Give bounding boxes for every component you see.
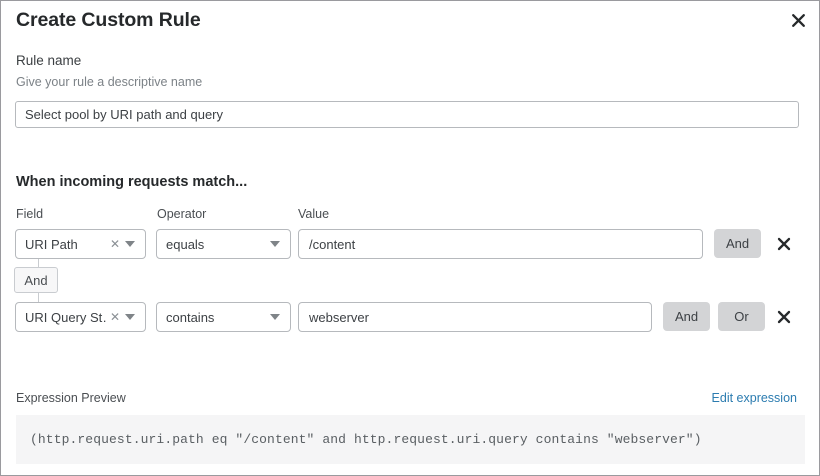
match-section-heading: When incoming requests match...	[16, 174, 248, 190]
expression-preview-code: (http.request.uri.path eq "/content" and…	[30, 432, 702, 447]
delete-row-1-icon[interactable]	[773, 233, 795, 255]
rule-name-input[interactable]	[15, 101, 799, 128]
connector-and-badge[interactable]: And	[14, 267, 58, 293]
edit-expression-link[interactable]: Edit expression	[711, 391, 797, 405]
clear-icon[interactable]: ✕	[109, 237, 120, 251]
connector-line-bottom	[38, 293, 39, 303]
close-icon[interactable]	[786, 8, 810, 32]
expression-preview-box: (http.request.uri.path eq "/content" and…	[16, 415, 805, 464]
condition-row: URI Path ✕ equals And	[1, 229, 820, 259]
chevron-down-icon	[125, 314, 135, 320]
operator-select-2-value: contains	[166, 309, 215, 325]
rule-name-hint: Give your rule a descriptive name	[16, 75, 203, 89]
page-title: Create Custom Rule	[16, 9, 201, 31]
field-select-2-value: URI Query St…	[25, 309, 108, 325]
field-select-1[interactable]: URI Path ✕	[15, 229, 146, 259]
operator-select-1[interactable]: equals	[156, 229, 291, 259]
operator-select-2[interactable]: contains	[156, 302, 291, 332]
value-input-2[interactable]	[298, 302, 652, 332]
clear-icon[interactable]: ✕	[109, 310, 120, 324]
delete-row-2-icon[interactable]	[773, 306, 795, 328]
condition-row: URI Query St… ✕ contains And Or	[1, 302, 820, 332]
column-header-field: Field	[16, 207, 44, 221]
column-header-value: Value	[298, 207, 330, 221]
chevron-down-icon	[270, 314, 280, 320]
field-select-2[interactable]: URI Query St… ✕	[15, 302, 146, 332]
field-select-1-value: URI Path	[25, 236, 78, 252]
expression-preview-label: Expression Preview	[16, 391, 126, 405]
column-header-operator: Operator	[157, 207, 207, 221]
condition-connector: And	[14, 259, 74, 304]
operator-select-1-value: equals	[166, 236, 205, 252]
chevron-down-icon	[270, 241, 280, 247]
connector-line-top	[38, 259, 39, 267]
and-button-row-1[interactable]: And	[714, 229, 761, 258]
and-button-row-2[interactable]: And	[663, 302, 710, 331]
or-button-row-2[interactable]: Or	[718, 302, 765, 331]
rule-name-label: Rule name	[16, 53, 82, 68]
value-input-1[interactable]	[298, 229, 703, 259]
chevron-down-icon	[125, 241, 135, 247]
